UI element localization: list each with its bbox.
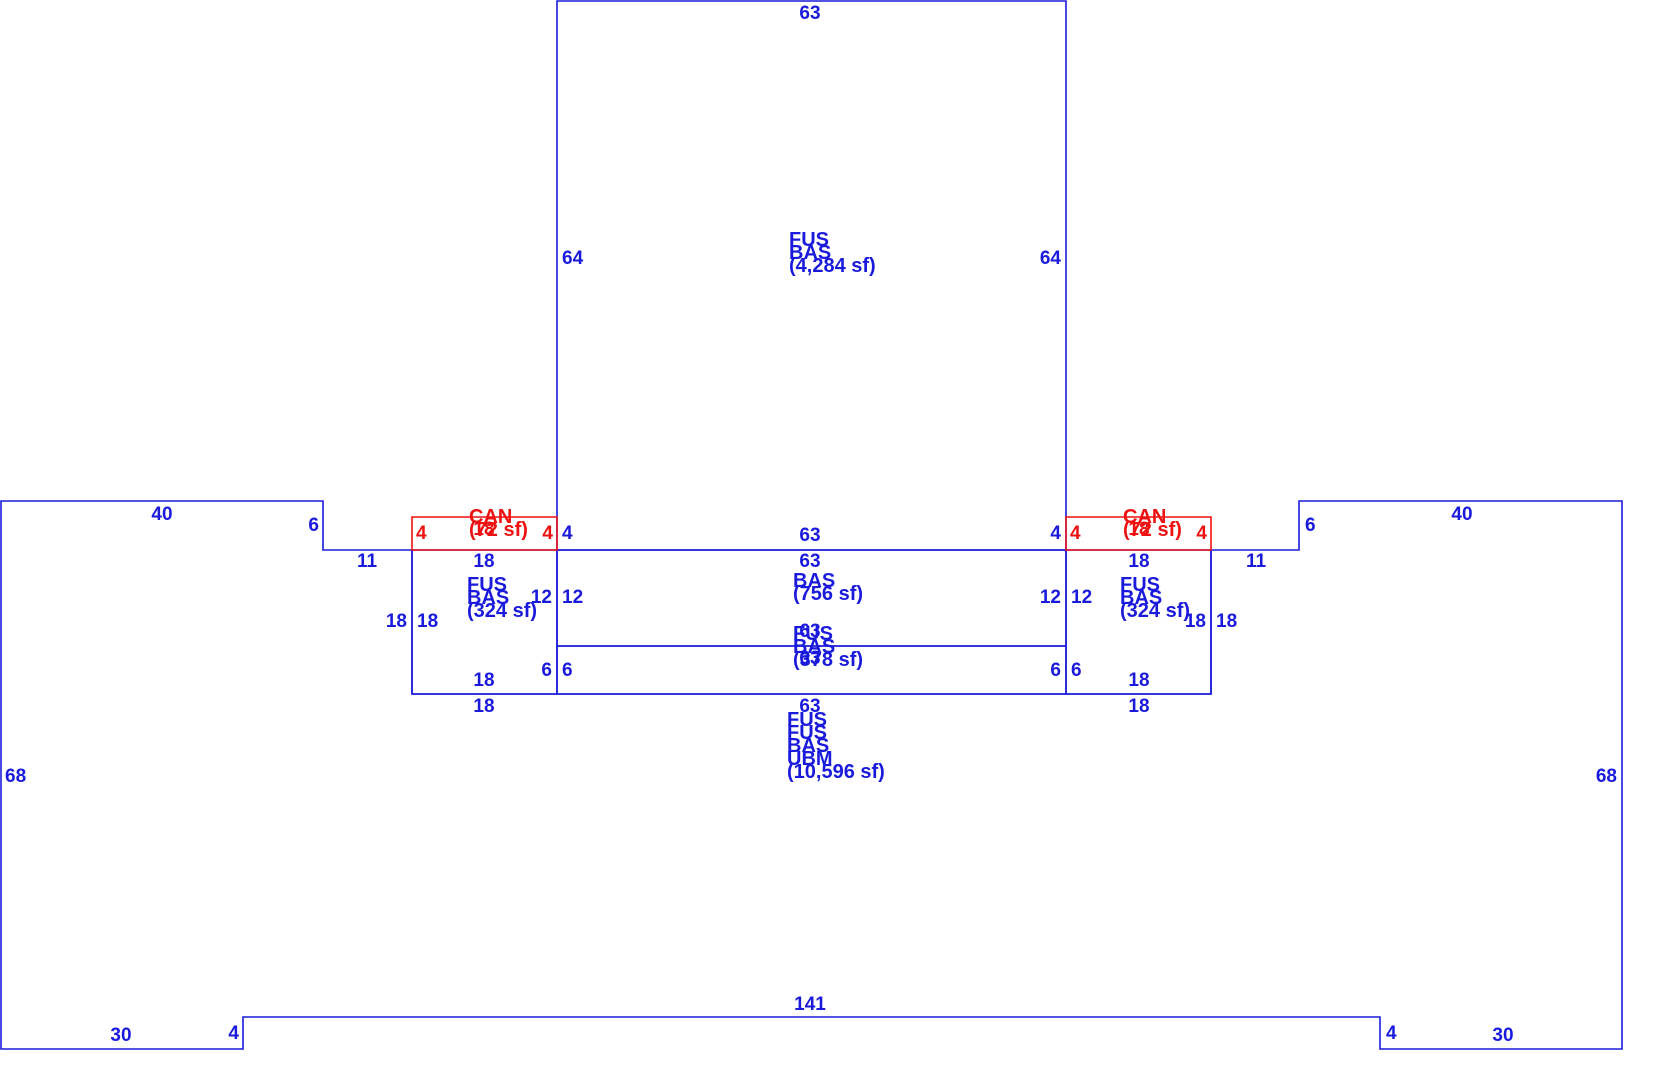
dim-step-left-4: 4 (562, 523, 573, 544)
area-label-line: UBM (787, 748, 833, 770)
dim-lw-bottom-outer: 18 (473, 696, 494, 717)
lower-area-outline (0, 500, 1623, 1050)
dim-right-side: 68 (1596, 766, 1617, 787)
area-label-line: FUS (787, 709, 827, 731)
area-label-line: FUS (789, 229, 829, 251)
canopy-outlines (411, 516, 1212, 551)
dim-rc-top: 18 (1128, 519, 1149, 540)
dim-right-foot-step: 4 (1386, 1023, 1397, 1044)
dim-top-width: 63 (799, 3, 820, 24)
dim-left-notch: 6 (308, 515, 319, 536)
dim-strip-right-inner: 6 (1050, 660, 1061, 681)
area-label-line: (378 sf) (793, 649, 863, 671)
dim-lw-top: 18 (473, 551, 494, 572)
dim-lc-right: 4 (542, 523, 553, 544)
dim-left-foot: 30 (110, 1025, 131, 1046)
area-label-line: BAS (787, 735, 829, 757)
area-label-line: BAS (789, 242, 831, 264)
dim-rc-right: 4 (1196, 523, 1207, 544)
area-label-line: (72 sf) (1123, 519, 1182, 541)
dim-right-notch: 6 (1305, 515, 1316, 536)
dim-rw-side-inner: 18 (1185, 611, 1206, 632)
dim-mid-left-inner: 12 (562, 587, 583, 608)
dim-lower-top: 63 (799, 696, 820, 717)
dim-right-foot: 30 (1492, 1025, 1513, 1046)
area-label-line: CAN (1123, 506, 1166, 528)
dim-left-ledge: 11 (357, 551, 378, 572)
dim-bottom-width: 141 (794, 994, 826, 1015)
dim-mid-left-outer: 12 (531, 587, 552, 608)
area-label-line: BAS (793, 570, 835, 592)
area-label-line: (72 sf) (469, 519, 528, 541)
dim-mid-inner-top: 63 (799, 551, 820, 572)
dim-rw-bottom-outer: 18 (1128, 696, 1149, 717)
dim-lw-side-inner: 18 (417, 611, 438, 632)
canopy-dimension-labels: 18 4 4 18 4 4 (416, 519, 1207, 544)
dim-mid-right-inner: 12 (1040, 587, 1061, 608)
dim-rc-left: 4 (1070, 523, 1081, 544)
area-label-line: FUS (467, 574, 507, 596)
area-label-line: BAS (793, 636, 835, 658)
dim-lw-side-outer: 18 (386, 611, 407, 632)
area-label-line: (756 sf) (793, 583, 863, 605)
dim-strip-top: 63 (799, 621, 820, 642)
area-label-line: BAS (1120, 587, 1162, 609)
area-label-line: FUS (793, 623, 833, 645)
dim-right-ledge: 11 (1246, 551, 1267, 572)
dimension-labels: 63 64 64 63 63 12 12 12 12 63 63 6 6 6 6… (5, 3, 1617, 1046)
dim-rw-bottom-inner: 18 (1128, 670, 1149, 691)
right-canopy-outline (1065, 516, 1212, 551)
area-label-line: (324 sf) (1120, 600, 1190, 622)
dim-strip-inner-top: 63 (799, 648, 820, 669)
dim-mid-right-outer: 12 (1071, 587, 1092, 608)
dim-upper-right: 64 (1040, 248, 1062, 269)
area-label-line: (10,596 sf) (787, 761, 885, 783)
dim-left-top: 40 (151, 504, 172, 525)
dim-strip-right-outer: 6 (1071, 660, 1082, 681)
dim-strip-left-inner: 6 (562, 660, 573, 681)
dim-step-right-4: 4 (1050, 523, 1061, 544)
area-label-left-canopy: CAN(72 sf) (469, 506, 528, 541)
dim-lc-top: 18 (473, 519, 494, 540)
dim-rw-top: 18 (1128, 551, 1149, 572)
dim-right-top: 40 (1451, 504, 1472, 525)
area-label-line: CAN (469, 506, 512, 528)
dim-rw-side-outer: 18 (1216, 611, 1237, 632)
area-label-line: (324 sf) (467, 600, 537, 622)
dim-upper-left: 64 (562, 248, 584, 269)
dim-mid-top: 63 (799, 525, 820, 546)
dim-lw-bottom-inner: 18 (473, 670, 494, 691)
dim-left-side: 68 (5, 766, 26, 787)
area-label-line: (4,284 sf) (789, 255, 876, 277)
dim-strip-left-outer: 6 (541, 660, 552, 681)
dim-left-foot-step: 4 (228, 1023, 239, 1044)
area-label-right-canopy: CAN(72 sf) (1123, 506, 1182, 541)
area-label-line: BAS (467, 587, 509, 609)
dim-lc-left: 4 (416, 523, 427, 544)
area-label-mid: BAS(756 sf) (793, 570, 863, 605)
area-label-line: FUS (787, 722, 827, 744)
left-canopy-outline (411, 516, 558, 551)
area-label-line: FUS (1120, 574, 1160, 596)
